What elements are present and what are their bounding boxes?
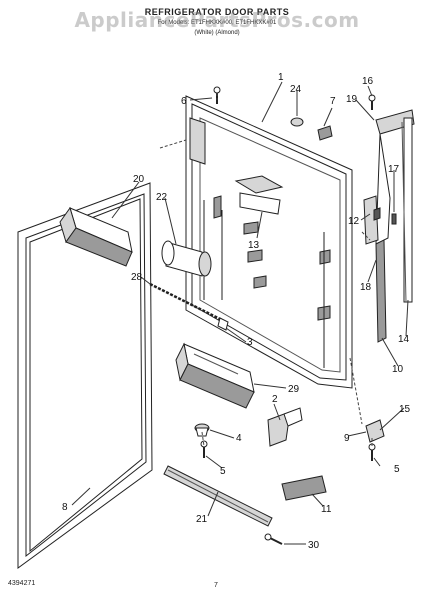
plug-24 [290, 117, 304, 127]
callout-17: 17 [388, 164, 400, 175]
diagram-title: REFRIGERATOR DOOR PARTS [144, 7, 290, 17]
callout-21: 21 [196, 514, 208, 525]
trim-piece [281, 475, 327, 501]
door-bin-upper [59, 206, 133, 267]
screw-handle [264, 533, 283, 545]
callout-4: 4 [236, 433, 242, 444]
alignment-lines [159, 93, 373, 447]
callout-5-left: 5 [220, 466, 226, 477]
callout-28: 28 [131, 272, 143, 283]
callout-30: 30 [308, 540, 320, 551]
callout-12: 12 [348, 216, 360, 227]
callout-2: 2 [272, 394, 278, 405]
butter-compartment [161, 240, 212, 277]
door-gasket [17, 182, 153, 569]
leader-lines [71, 81, 409, 545]
callout-7: 7 [330, 96, 336, 107]
callout-5-right: 5 [394, 464, 400, 475]
color-line: (White) (Almond) [194, 30, 240, 36]
callout-14: 14 [398, 334, 410, 345]
plug-7 [317, 125, 333, 141]
door-bin-lower [175, 342, 255, 409]
callout-8: 8 [62, 502, 68, 513]
callout-labels: 1 2 3 4 5 5 6 7 8 9 10 11 12 13 14 15 16… [62, 72, 411, 551]
callout-19: 19 [346, 94, 358, 105]
door-liner [185, 95, 353, 389]
hinge-block [365, 419, 385, 443]
callout-22: 22 [156, 192, 168, 203]
page-number: 7 [214, 582, 218, 589]
watermark: AppliancePartsPros.com [74, 8, 360, 32]
hinge-bracket [267, 407, 303, 447]
callout-9: 9 [344, 433, 350, 444]
callout-1: 1 [278, 72, 284, 83]
screw-16 [368, 94, 376, 110]
callout-15: 15 [399, 404, 411, 415]
door-handle-assembly [363, 109, 415, 343]
callout-29: 29 [288, 384, 300, 395]
part-number: 4394271 [8, 580, 36, 587]
shelf-bar [149, 282, 229, 331]
callout-24: 24 [290, 84, 302, 95]
model-line: For Models: ET1FHKXK#00, ET1FHKXK#01 [157, 20, 277, 26]
callout-20: 20 [133, 174, 145, 185]
callout-16: 16 [362, 76, 374, 87]
callout-18: 18 [360, 282, 372, 293]
callout-13: 13 [248, 240, 260, 251]
handle-strip [163, 465, 273, 527]
callout-10: 10 [392, 364, 404, 375]
callout-11: 11 [321, 504, 332, 515]
linework [17, 81, 415, 569]
callout-6: 6 [181, 96, 187, 107]
callout-3: 3 [247, 337, 253, 348]
